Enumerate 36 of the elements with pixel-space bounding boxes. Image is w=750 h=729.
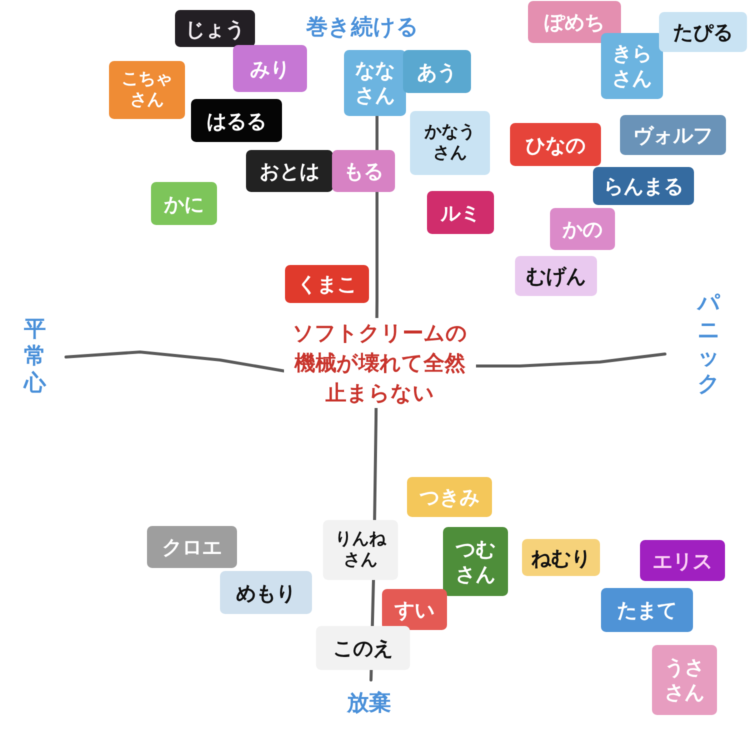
name-tag: こちゃさん bbox=[109, 61, 185, 119]
name-tag: りんねさん bbox=[323, 520, 398, 580]
name-tag: エリス bbox=[640, 540, 725, 581]
name-tag: きらさん bbox=[601, 33, 663, 99]
name-tag: はるる bbox=[191, 99, 282, 142]
name-tag: このえ bbox=[316, 626, 410, 670]
name-tag: ねむり bbox=[522, 539, 600, 576]
name-tag: みり bbox=[233, 45, 307, 92]
axis-label: 放棄 bbox=[347, 692, 391, 716]
center-title: ソフトクリームの機械が壊れて全然止まらない bbox=[284, 318, 476, 408]
name-tag: たまて bbox=[601, 588, 693, 632]
name-tag: あう bbox=[403, 50, 471, 93]
name-tag: かに bbox=[151, 182, 217, 225]
name-tag: かなうさん bbox=[410, 111, 490, 175]
name-tag: ルミ bbox=[427, 191, 494, 234]
name-tag: むげん bbox=[515, 256, 597, 296]
name-tag: たぴる bbox=[659, 12, 747, 52]
name-tag: じょう bbox=[175, 10, 255, 47]
axis-label: パニック bbox=[697, 290, 721, 398]
name-tag: クロエ bbox=[147, 526, 237, 568]
name-tag: すい bbox=[382, 589, 447, 630]
name-tag: ぽめち bbox=[528, 1, 621, 43]
name-tag: かの bbox=[550, 208, 615, 250]
name-tag: らんまる bbox=[593, 167, 694, 205]
name-tag: ひなの bbox=[510, 123, 601, 166]
name-tag: ヴォルフ bbox=[620, 115, 726, 155]
name-tag: くまこ bbox=[285, 265, 369, 303]
name-tag: おとは bbox=[246, 150, 333, 192]
name-tag: つむさん bbox=[443, 527, 508, 596]
name-tag: もる bbox=[332, 150, 395, 192]
name-tag: うささん bbox=[652, 645, 717, 715]
name-tag: めもり bbox=[220, 571, 312, 614]
axis-label: 平常心 bbox=[23, 316, 47, 397]
axis-label: 巻き続ける bbox=[306, 16, 419, 40]
name-tag: つきみ bbox=[407, 477, 492, 517]
name-tag: ななさん bbox=[344, 50, 406, 116]
